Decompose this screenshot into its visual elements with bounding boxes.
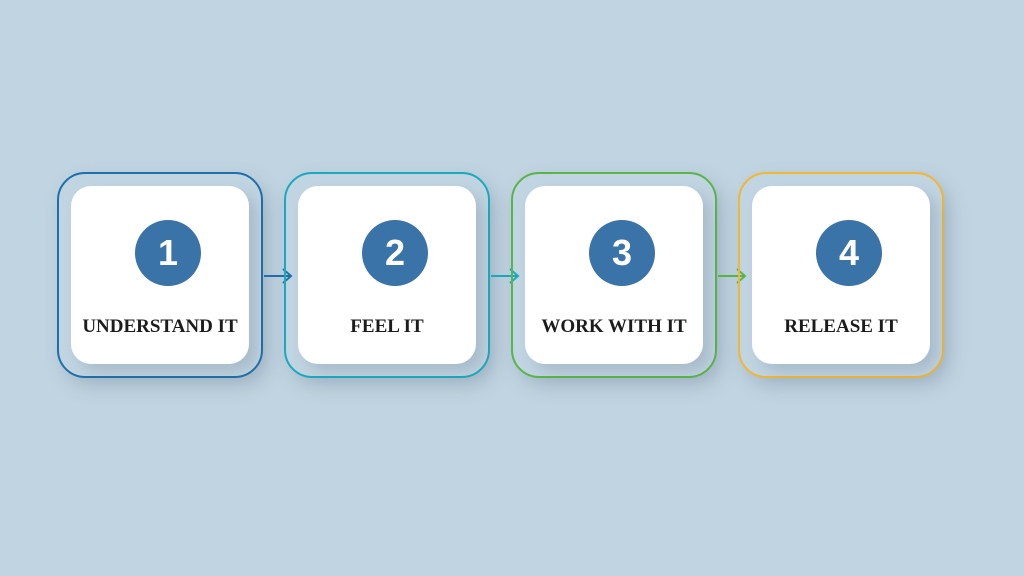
- step-1-frame: [57, 172, 263, 378]
- step-2-inner-card: 2 FEEL IT: [298, 186, 476, 364]
- step-1-inner-card: 1 UNDERSTAND IT: [71, 186, 249, 364]
- step-3-inner-card: 3 WORK WITH IT: [525, 186, 703, 364]
- step-3-label: WORK WITH IT: [541, 315, 687, 337]
- step-1-number-badge: 1: [135, 220, 201, 286]
- step-4-frame: [738, 172, 944, 378]
- step-4-label: RELEASE IT: [784, 315, 898, 337]
- step-4-number-badge: 4: [816, 220, 882, 286]
- step-2-number-badge: 2: [362, 220, 428, 286]
- step-2-card: 2 FEEL IT: [284, 172, 490, 378]
- step-1-card: 1 UNDERSTAND IT: [57, 172, 263, 378]
- step-2-label: FEEL IT: [350, 315, 424, 337]
- step-4-inner-card: 4 RELEASE IT: [752, 186, 930, 364]
- step-3-card: 3 WORK WITH IT: [511, 172, 717, 378]
- step-4-card: 4 RELEASE IT: [738, 172, 944, 378]
- step-2-frame: [284, 172, 490, 378]
- step-3-frame: [511, 172, 717, 378]
- step-3-number-badge: 3: [589, 220, 655, 286]
- step-1-label: UNDERSTAND IT: [82, 315, 238, 337]
